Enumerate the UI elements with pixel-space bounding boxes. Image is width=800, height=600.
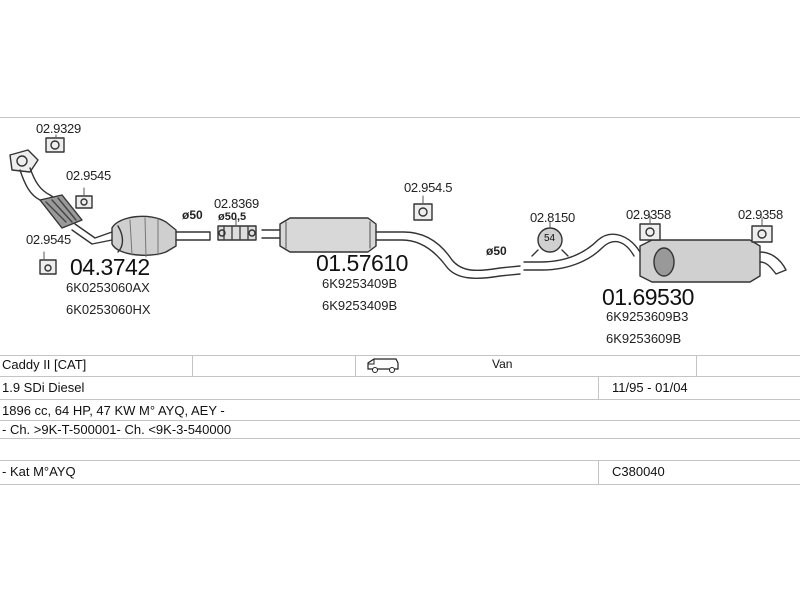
oem-number-rear-2: 6K9253609B (606, 331, 682, 346)
pipe-diameter-label-front: ø50 (182, 208, 203, 222)
body-type: Van (492, 357, 513, 371)
production-years: 11/95 - 01/04 (612, 380, 688, 395)
middle-outlet-pipe (375, 231, 521, 272)
part-number-rubber-ring: 02.8150 (530, 210, 575, 225)
column-divider (696, 355, 697, 376)
column-divider (598, 460, 599, 484)
part-number-flange-gasket: 02.9329 (36, 121, 81, 136)
chassis-range: - Ch. >9K-T-500001- Ch. <9K-3-540000 (2, 422, 232, 437)
column-divider (355, 355, 356, 376)
middle-silencer (279, 217, 377, 253)
row-divider (0, 460, 800, 461)
row-divider (0, 420, 800, 421)
van-icon (367, 358, 399, 373)
oem-number-catalyst-1: 6K0253060AX (66, 280, 150, 295)
flex-pipe (39, 194, 83, 229)
oem-number-middle-1: 6K9253409B (322, 276, 398, 291)
row-divider (0, 399, 800, 400)
part-number-rear-hanger-1: 02.9358 (626, 207, 671, 222)
tail-pipe (759, 251, 787, 275)
rear-inlet-pipe (523, 233, 641, 263)
part-number-catalyst: 04.3742 (70, 254, 150, 280)
pipe-diameter-label-rear: ø50 (486, 244, 507, 258)
engine-spec: 1896 cc, 64 HP, 47 KW M° AYQ, AEY - (2, 403, 225, 418)
part-number-hanger-lower: 02.9545 (26, 232, 71, 247)
rubber-ring-size-label: 54 (544, 233, 556, 244)
middle-inlet-pipe (261, 229, 281, 239)
middle-hanger (413, 203, 433, 221)
part-number-hanger-upper: 02.9545 (66, 168, 111, 183)
column-divider (192, 355, 193, 376)
catalyst-hanger-upper (75, 195, 93, 209)
manifold-flange (9, 149, 39, 173)
rear-silencer (639, 239, 761, 283)
part-number-pipe-clamp: 02.8369 (214, 196, 259, 211)
part-number-middle-hanger: 02.954.5 (404, 180, 453, 195)
pipe-clamp (217, 225, 257, 241)
vehicle-model: Caddy II [CAT] (2, 357, 87, 372)
catalog-code: C380040 (612, 464, 665, 479)
catalyst-hanger-lower (39, 259, 57, 275)
row-divider (0, 376, 800, 377)
rear-hanger-2 (751, 225, 773, 243)
column-divider (598, 376, 599, 399)
part-number-middle-silencer: 01.57610 (316, 250, 408, 276)
part-number-rear-hanger-2: 02.9358 (738, 207, 783, 222)
clamp-diameter-label: ø50,5 (218, 211, 247, 223)
flange-gasket (45, 137, 65, 153)
rear-hanger-1 (639, 223, 661, 241)
row-divider (0, 355, 800, 356)
part-number-rear-silencer: 01.69530 (602, 284, 694, 310)
row-divider (0, 438, 800, 439)
frame-top-line (0, 117, 800, 118)
engine-type: 1.9 SDi Diesel (2, 380, 85, 395)
catalyst-note: - Kat M°AYQ (2, 464, 76, 479)
catalyst-body (111, 215, 211, 256)
oem-number-catalyst-2: 6K0253060HX (66, 302, 151, 317)
exhaust-diagram (9, 134, 787, 283)
rubber-ring-mount (531, 227, 569, 257)
oem-number-middle-2: 6K9253409B (322, 298, 398, 313)
row-divider (0, 484, 800, 485)
oem-number-rear-1: 6K9253609B3 (606, 309, 689, 324)
